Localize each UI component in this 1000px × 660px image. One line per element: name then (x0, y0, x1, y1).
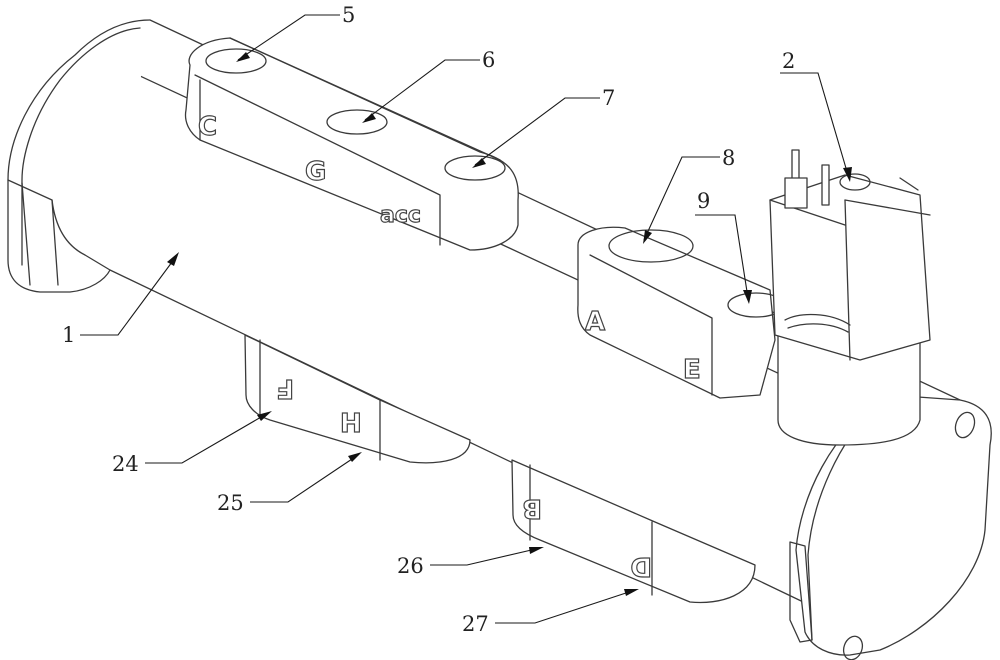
callout-5: 5 (342, 3, 355, 27)
arrowhead-icon (743, 290, 752, 304)
arrowhead-icon (624, 589, 639, 596)
callout-8: 8 (722, 146, 735, 170)
callout-1: 1 (62, 323, 75, 347)
callout-6: 6 (482, 48, 495, 72)
leader-lines (80, 14, 852, 624)
arrowhead-icon (362, 113, 376, 123)
emboss-g: G (305, 157, 326, 187)
top-port-block: C G acc (184, 37, 519, 251)
leader-8 (643, 156, 720, 241)
arrowhead-icon (348, 452, 362, 462)
callout-27: 27 (462, 612, 489, 636)
emboss-b: B (522, 493, 542, 523)
callout-9: 9 (697, 189, 710, 213)
lower-left-block: F H (244, 334, 471, 464)
leader-7 (474, 97, 600, 166)
right-port-block: A E (577, 226, 785, 399)
arrowhead-icon (472, 158, 486, 168)
callout-25: 25 (217, 491, 244, 515)
leader-2 (780, 72, 849, 176)
callout-26: 26 (397, 554, 424, 578)
emboss-a: A (585, 307, 605, 337)
leader-5 (237, 14, 340, 61)
callout-2: 2 (782, 49, 795, 73)
leader-24 (145, 412, 269, 464)
arrowhead-icon (257, 411, 272, 421)
emboss-c: C (198, 112, 217, 142)
emboss-acc: acc (380, 203, 421, 228)
arrowhead-icon (529, 547, 544, 554)
emboss-h: H (340, 409, 362, 439)
lower-right-block: B D (511, 459, 756, 604)
callout-numbers: 1 2 5 6 7 8 9 24 25 26 27 (62, 3, 795, 636)
arrowhead-icon (236, 52, 250, 62)
leader-25 (250, 454, 359, 503)
leader-26 (430, 547, 541, 566)
leader-1 (80, 257, 176, 336)
leader-9 (695, 214, 749, 299)
leader-6 (364, 59, 480, 121)
emboss-e: E (683, 355, 701, 385)
arrowhead-icon (167, 252, 179, 266)
arrowhead-icon (643, 230, 652, 244)
arrowhead-icon (843, 167, 852, 182)
emboss-d: D (630, 551, 652, 581)
emboss-f: F (276, 373, 294, 403)
leader-27 (495, 589, 636, 624)
callout-7: 7 (602, 86, 615, 110)
callout-24: 24 (112, 452, 139, 476)
solenoid-valve (769, 149, 931, 446)
